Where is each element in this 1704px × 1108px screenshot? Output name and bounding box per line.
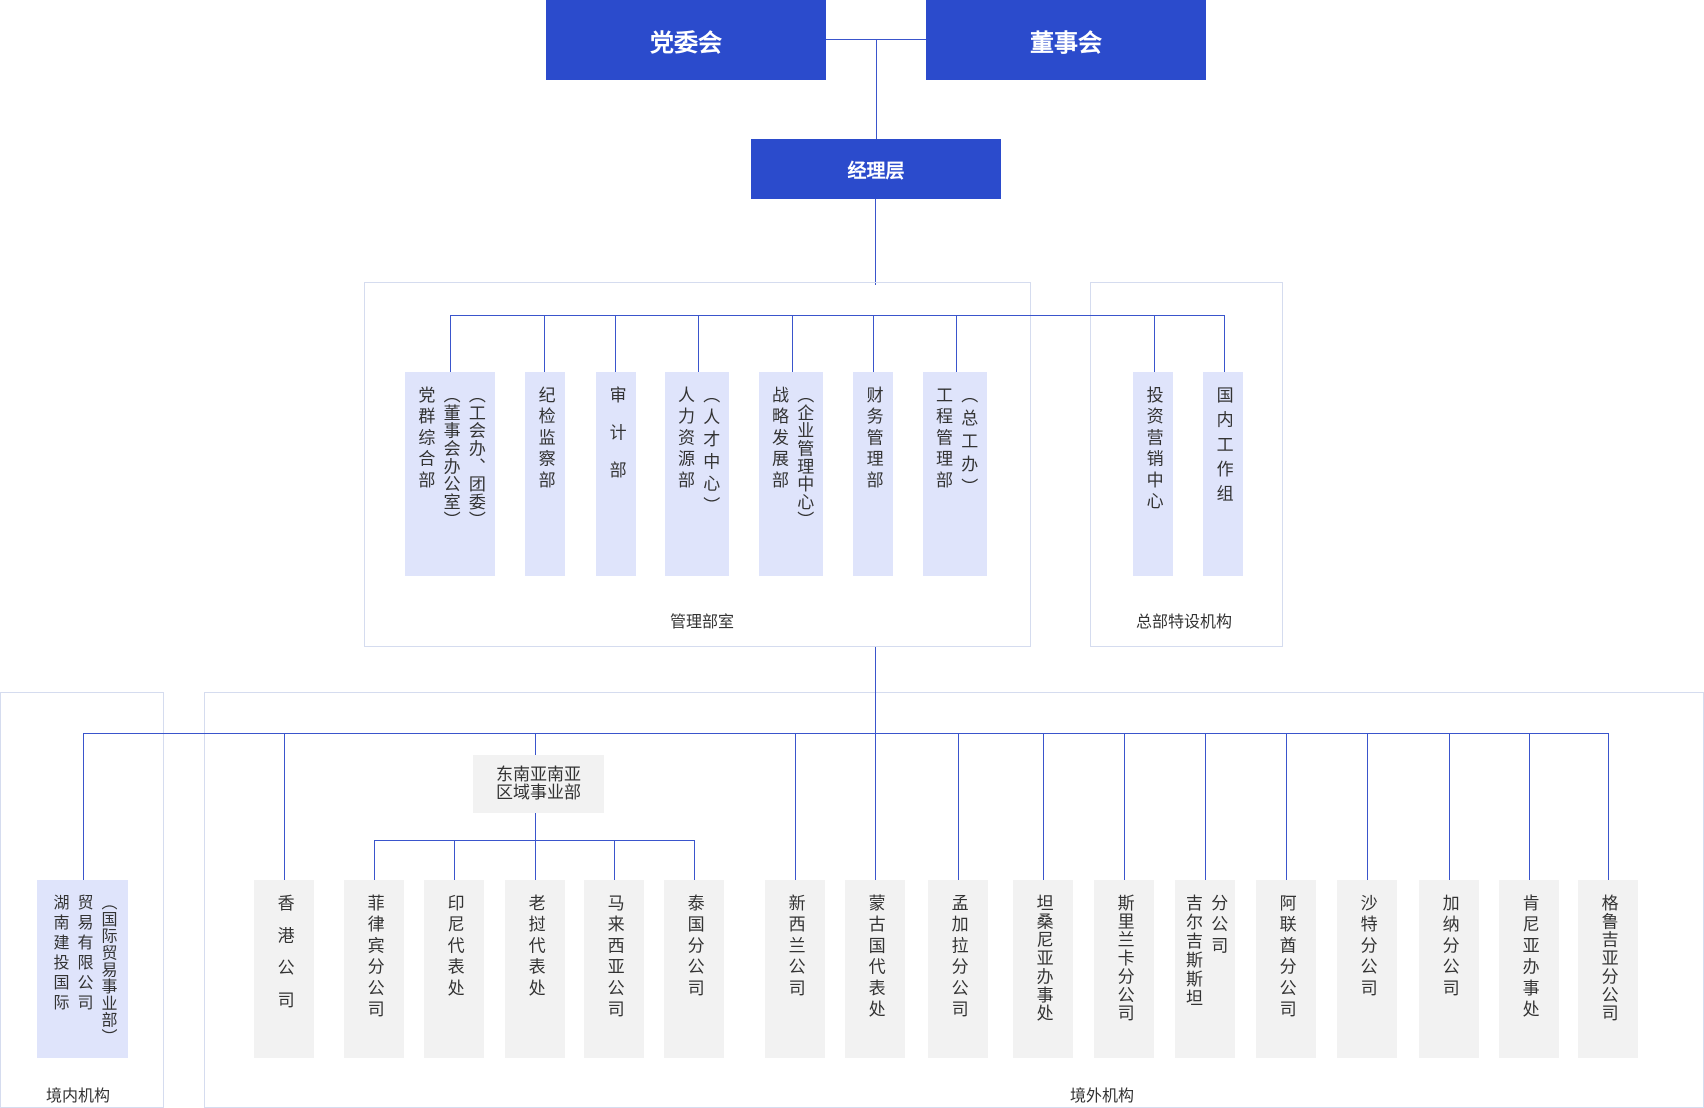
party-committee-box: 党委会 (546, 0, 826, 80)
connector (535, 840, 536, 880)
connector (1608, 733, 1609, 880)
connector (1154, 315, 1155, 372)
special-orgs-label: 总部特设机构 (1136, 614, 1233, 631)
connector (873, 315, 874, 372)
connector (1124, 733, 1125, 880)
org-kyrgyzstan-branch: 分公司 吉尔吉斯斯坦 (1175, 880, 1235, 1058)
connector (1224, 315, 1225, 372)
org-georgia-branch: 格鲁吉亚分公司 (1578, 880, 1638, 1058)
org-saudi-branch: 沙特分公司 (1337, 880, 1397, 1058)
connector (694, 840, 695, 880)
dept-discipline-inspection: 纪检监察部 (525, 372, 565, 576)
org-kenya-office: 肯尼亚办事处 (1499, 880, 1559, 1058)
admin-departments-frame (364, 282, 1031, 647)
special-orgs-frame (1090, 282, 1283, 647)
org-domestic-working-group: 国内工作组 (1203, 372, 1243, 576)
board-label: 董事会 (1030, 29, 1102, 57)
dept-finance: 财务管理部 (853, 372, 893, 576)
regional-division-line1: 东南亚南亚 (496, 765, 581, 785)
connector (83, 733, 1609, 734)
connector (535, 813, 536, 840)
connector (450, 315, 1225, 316)
org-tanzania-office: 坦桑尼亚办事处 (1013, 880, 1073, 1058)
connector (544, 315, 545, 372)
management-label: 经理层 (847, 160, 905, 182)
org-sri-lanka-branch: 斯里兰卡分公司 (1094, 880, 1154, 1058)
connector (792, 315, 793, 372)
connector (454, 840, 455, 880)
dept-human-resources: （人才中心） 人力资源部 (665, 372, 729, 576)
org-philippines-branch: 菲律宾分公司 (344, 880, 404, 1058)
org-hong-kong-company: 香港公司 (254, 880, 314, 1058)
connector (284, 733, 285, 880)
connector (535, 733, 536, 755)
connector (958, 733, 959, 880)
org-ghana-branch: 加纳分公司 (1419, 880, 1479, 1058)
regional-division-box: 东南亚南亚 区域事业部 (473, 755, 604, 813)
org-indonesia-office: 印尼代表处 (424, 880, 484, 1058)
connector (1043, 733, 1044, 880)
connector (1286, 733, 1287, 880)
dept-party-affairs: （工会办、团委） （董事会办公室） 党群综合部 (405, 372, 495, 576)
connector (1529, 733, 1530, 880)
org-thailand-branch: 泰国分公司 (664, 880, 724, 1058)
connector (1205, 733, 1206, 880)
overseas-orgs-label: 境外机构 (1070, 1088, 1135, 1105)
board-box: 董事会 (926, 0, 1206, 80)
connector (876, 39, 877, 139)
org-new-zealand-company: 新西兰公司 (765, 880, 825, 1058)
dept-audit: 审计部 (596, 372, 636, 576)
org-bangladesh-branch: 孟加拉分公司 (928, 880, 988, 1058)
management-box: 经理层 (751, 139, 1001, 199)
connector (615, 315, 616, 372)
connector (450, 315, 451, 372)
org-laos-office: 老挝代表处 (505, 880, 565, 1058)
connector (698, 315, 699, 372)
admin-departments-label: 管理部室 (670, 614, 735, 631)
org-malaysia-company: 马来西亚公司 (584, 880, 644, 1058)
connector (374, 840, 695, 841)
connector (956, 315, 957, 372)
org-mongolia-office: 蒙古国代表处 (845, 880, 905, 1058)
connector (83, 733, 84, 880)
connector (1367, 733, 1368, 880)
connector (875, 733, 876, 880)
party-committee-label: 党委会 (650, 29, 722, 57)
dept-strategic-development: （企业管理中心） 战略发展部 (759, 372, 823, 576)
domestic-orgs-label: 境内机构 (46, 1088, 111, 1105)
connector (1449, 733, 1450, 880)
dept-engineering: （总工办） 工程管理部 (923, 372, 987, 576)
connector (875, 647, 876, 733)
connector (374, 840, 375, 880)
regional-division-line2: 区域事业部 (496, 783, 581, 802)
org-investment-marketing-center: 投资营销中心 (1133, 372, 1173, 576)
org-hunan-construction-intl-trade: （国际贸易事业部） 贸易有限公司 湖南建投国际 (37, 880, 128, 1058)
org-uae-branch: 阿联酋分公司 (1256, 880, 1316, 1058)
connector (875, 199, 876, 285)
connector (795, 733, 796, 880)
connector (614, 840, 615, 880)
